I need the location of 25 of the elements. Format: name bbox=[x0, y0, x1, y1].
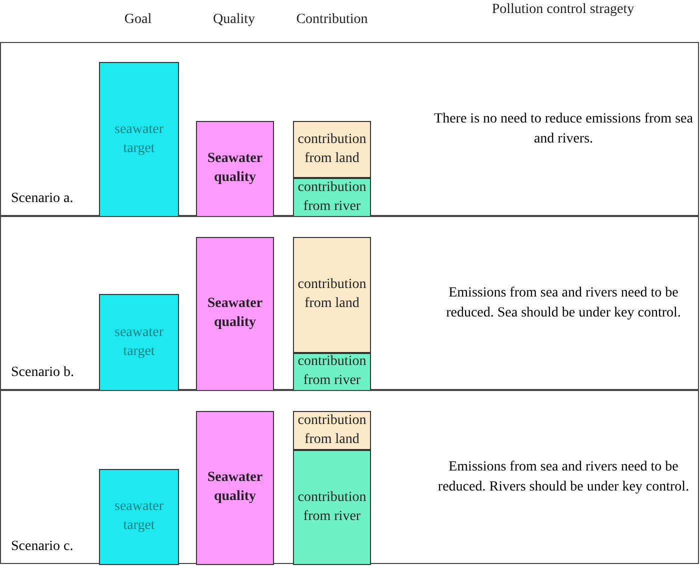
river-contribution-bar: contribution from river bbox=[293, 178, 371, 217]
column-header: Quality bbox=[212, 12, 256, 28]
column-header: Pollution control stragety bbox=[490, 2, 636, 18]
land-contribution-bar: contribution from land bbox=[293, 237, 371, 353]
scenario-label: Scenario c. bbox=[11, 539, 74, 555]
scenario-label: Scenario b. bbox=[11, 365, 74, 381]
seawater-target-bar: seawater target bbox=[99, 469, 179, 565]
column-header: Contribution bbox=[295, 12, 369, 28]
column-header: Goal bbox=[123, 12, 153, 28]
river-contribution-bar: contribution from river bbox=[293, 450, 371, 565]
scenario-panel bbox=[0, 42, 699, 216]
river-contribution-bar: contribution from river bbox=[293, 353, 371, 391]
seawater-target-bar: seawater target bbox=[99, 294, 179, 391]
strategy-text: Emissions from sea and rivers need to be reduced. Rivers should be under key control. bbox=[436, 458, 690, 496]
seawater-quality-bar: Seawater quality bbox=[196, 237, 274, 391]
seawater-quality-bar: Seawater quality bbox=[196, 121, 274, 217]
scenario-panel bbox=[0, 216, 699, 390]
scenario-panel bbox=[0, 390, 699, 564]
land-contribution-bar: contribution from land bbox=[293, 121, 371, 178]
seawater-target-bar: seawater target bbox=[99, 62, 179, 217]
scenario-label: Scenario a. bbox=[11, 191, 74, 207]
seawater-quality-bar: Seawater quality bbox=[196, 411, 274, 565]
land-contribution-bar: contribution from land bbox=[293, 411, 371, 450]
strategy-text: There is no need to reduce emissions from sea and rivers. bbox=[433, 110, 694, 148]
strategy-text: Emissions from sea and rivers need to be reduced. Sea should be under key control. bbox=[445, 284, 682, 322]
